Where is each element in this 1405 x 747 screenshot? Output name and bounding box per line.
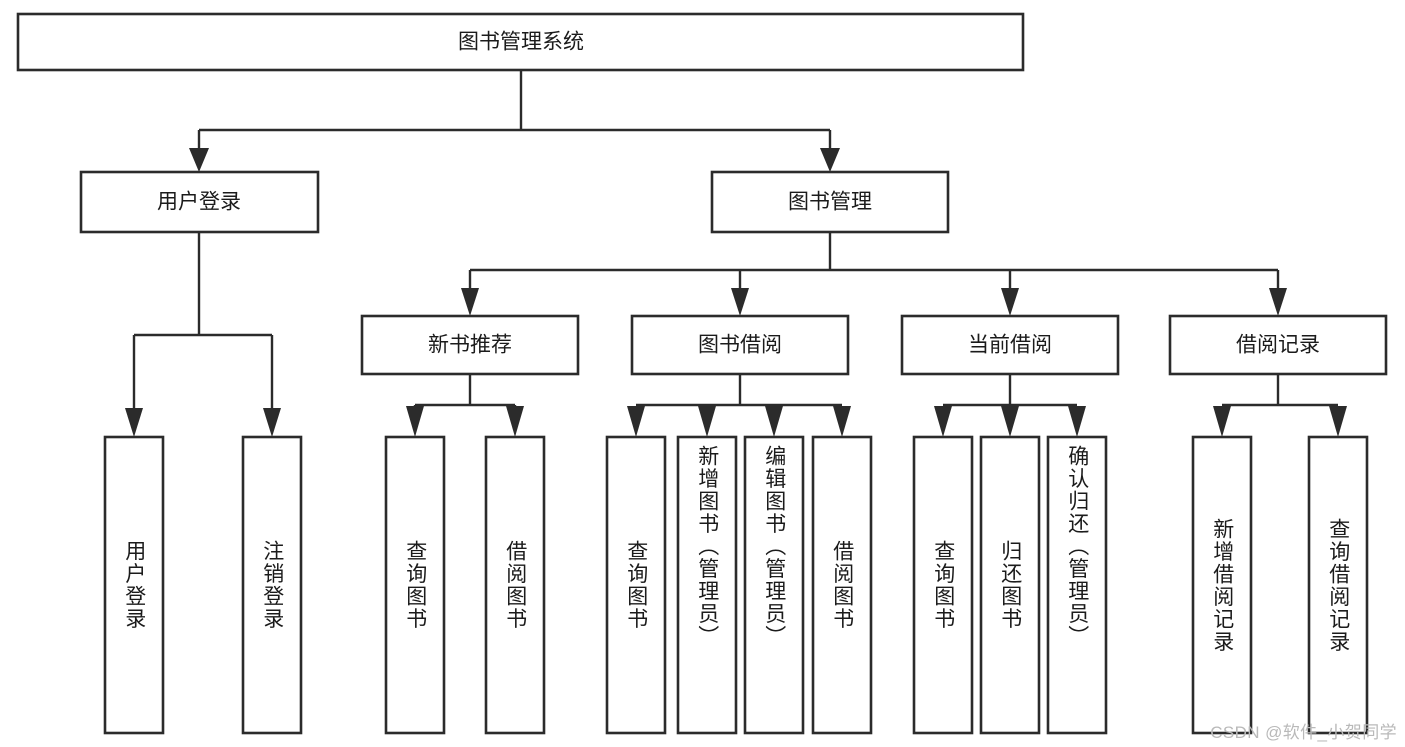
leaf-box-user-login-1[interactable] [103, 435, 165, 735]
csdn-watermark: CSDN @软件_小贺同学 [1210, 723, 1397, 742]
arrow-book-borrow-leaf-2 [698, 406, 716, 437]
connector-group-user-login-to-leaves [125, 232, 281, 437]
arrow-borrow-records-leaf-2 [1329, 406, 1347, 437]
leaf-boxes-new-book-recommend [384, 435, 546, 735]
arrow-current-borrow-leaf-2 [1001, 406, 1019, 437]
node-root-box[interactable] [16, 12, 1025, 72]
arrow-to-borrow-records [1269, 288, 1287, 316]
leaf-box-new-book-1[interactable] [384, 435, 446, 735]
arrow-borrow-records-leaf-1 [1213, 406, 1231, 437]
arrow-to-book-borrow [731, 288, 749, 316]
leaf-box-borrow-records-1[interactable] [1191, 435, 1253, 735]
arrow-to-new-book [461, 288, 479, 316]
connector-group-book-borrow-to-leaves [627, 374, 851, 437]
node-new-book-recommend[interactable]: 新书推荐 [360, 314, 580, 376]
node-borrow-records-box[interactable] [1168, 314, 1388, 376]
arrow-user-login-leaf-2 [263, 408, 281, 437]
node-book-borrow-box[interactable] [630, 314, 850, 376]
node-root-label: 图书管理系统 [458, 31, 584, 54]
leaf-box-book-borrow-2[interactable] [676, 435, 738, 735]
connector-group-new-book-to-leaves [406, 374, 524, 437]
arrow-root-to-user-login [189, 148, 209, 172]
leaf-boxes-book-borrow [605, 435, 873, 735]
arrow-book-borrow-leaf-3 [765, 406, 783, 437]
node-book-borrow[interactable]: 图书借阅 [630, 314, 850, 376]
node-user-login[interactable]: 用户登录 [79, 170, 320, 234]
arrow-current-borrow-leaf-1 [934, 406, 952, 437]
node-book-mgmt-box[interactable] [710, 170, 950, 234]
arrow-book-borrow-leaf-4 [833, 406, 851, 437]
leaf-box-current-borrow-1[interactable] [912, 435, 974, 735]
arrow-root-to-book-mgmt [820, 148, 840, 172]
connector-group-book-mgmt-to-level3 [461, 232, 1287, 316]
leaf-box-current-borrow-3[interactable] [1046, 435, 1108, 735]
arrow-current-borrow-leaf-3 [1068, 406, 1086, 437]
node-book-mgmt[interactable]: 图书管理 [710, 170, 950, 234]
node-new-book-recommend-box[interactable] [360, 314, 580, 376]
leaf-box-book-borrow-4[interactable] [811, 435, 873, 735]
node-borrow-records-label: 借阅记录 [1236, 334, 1320, 357]
node-borrow-records[interactable]: 借阅记录 [1168, 314, 1388, 376]
connector-group-root-to-level2 [189, 70, 840, 172]
leaf-box-book-borrow-1[interactable] [605, 435, 667, 735]
leaf-box-book-borrow-3[interactable] [743, 435, 805, 735]
arrow-user-login-leaf-1 [125, 408, 143, 437]
node-user-login-box[interactable] [79, 170, 320, 234]
node-current-borrow[interactable]: 当前借阅 [900, 314, 1120, 376]
node-new-book-recommend-label: 新书推荐 [428, 334, 512, 357]
arrow-to-current-borrow [1001, 288, 1019, 316]
node-book-borrow-label: 图书借阅 [698, 334, 782, 357]
connector-group-borrow-records-to-leaves [1213, 374, 1347, 437]
leaf-boxes-user-login [103, 435, 303, 735]
leaf-box-user-login-2[interactable] [241, 435, 303, 735]
node-current-borrow-label: 当前借阅 [968, 334, 1052, 357]
node-book-mgmt-label: 图书管理 [788, 191, 872, 214]
arrow-new-book-leaf-1 [406, 406, 424, 437]
node-user-login-label: 用户登录 [157, 191, 241, 214]
leaf-box-borrow-records-2[interactable] [1307, 435, 1369, 735]
node-root[interactable]: 图书管理系统 [16, 12, 1025, 72]
leaf-box-current-borrow-2[interactable] [979, 435, 1041, 735]
arrow-new-book-leaf-2 [506, 406, 524, 437]
leaf-box-new-book-2[interactable] [484, 435, 546, 735]
leaf-boxes-borrow-records [1191, 435, 1369, 735]
arrow-book-borrow-leaf-1 [627, 406, 645, 437]
connector-group-current-borrow-to-leaves [934, 374, 1086, 437]
leaf-boxes-current-borrow [912, 435, 1108, 735]
node-current-borrow-box[interactable] [900, 314, 1120, 376]
